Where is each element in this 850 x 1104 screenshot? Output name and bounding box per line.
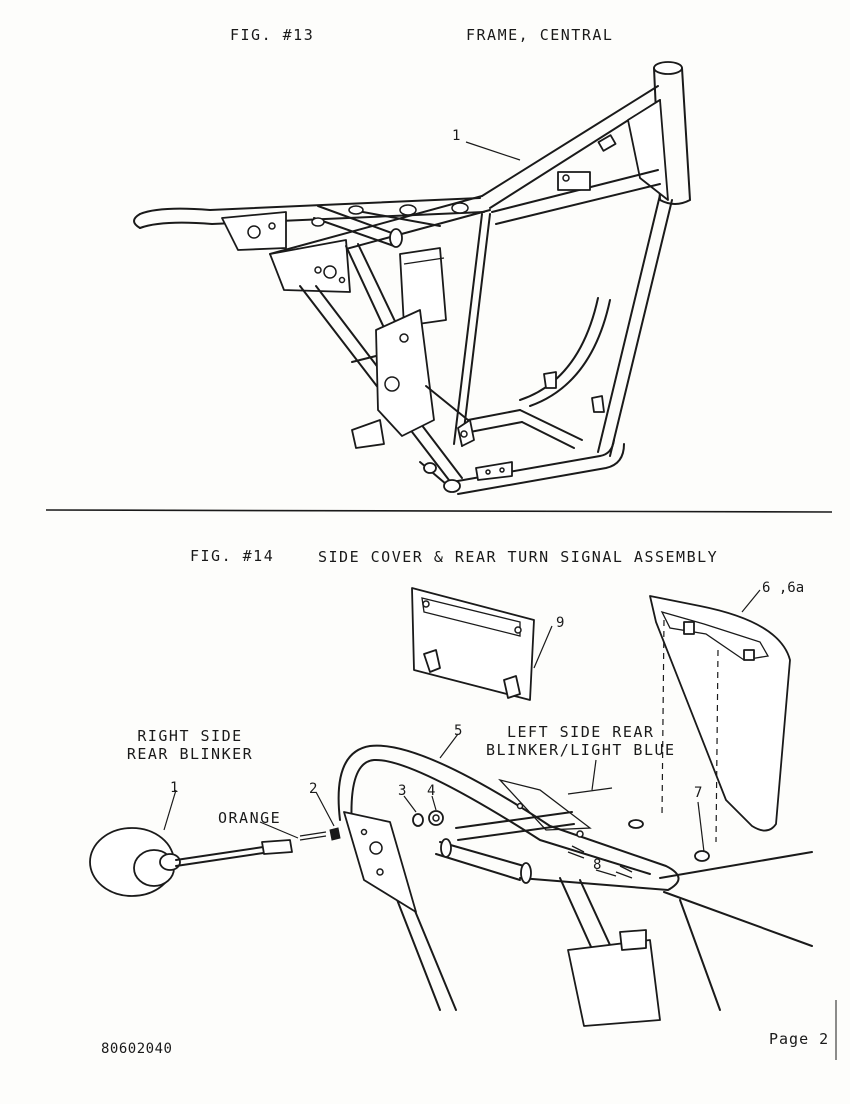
down-tube (597, 194, 673, 457)
fig13-callout-1-leader (465, 141, 521, 161)
washer-part-3 (412, 813, 424, 827)
upper-cross-tube (491, 169, 661, 225)
rear-mount-plate-lower (269, 239, 351, 293)
right-blinker-label-line2: REAR BLINKER (126, 745, 254, 763)
fig14-callout-6: 6 ,6a (762, 580, 805, 596)
grommet-part-7 (694, 850, 710, 862)
fig14-callout-9: 9 (556, 615, 565, 631)
seat-post-tube (453, 213, 491, 447)
fig13-number: FIG. #13 (230, 26, 315, 44)
fig13-callout-1: 1 (452, 128, 461, 144)
fig13-central-frame-drawing (133, 61, 691, 495)
bottom-cradle-tube (451, 439, 625, 495)
fig14-callout-8: 8 (593, 857, 602, 873)
fig14-callout-7: 7 (694, 785, 703, 801)
rear-frame-section (365, 778, 813, 1027)
fig14-side-cover-drawing (89, 587, 813, 1027)
nut-part-2 (329, 827, 341, 841)
fig14-callout-2: 2 (309, 781, 318, 797)
side-cover-part-6 (649, 589, 791, 832)
fig14-number: FIG. #14 (190, 547, 275, 565)
seat-rail-left (139, 197, 485, 229)
left-blinker-label-line2: BLINKER/LIGHT BLUE (486, 741, 676, 759)
fig14-callout-1: 1 (170, 780, 179, 796)
doc-number: 80602040 (101, 1041, 173, 1057)
orange-wire-leader (259, 821, 299, 839)
left-blinker-leader (591, 759, 597, 791)
license-plate-bracket-part-9 (411, 587, 553, 701)
fig13-title: FRAME, CENTRAL (466, 26, 614, 44)
fig14-title: SIDE COVER & REAR TURN SIGNAL ASSEMBLY (318, 548, 719, 566)
footrest-bracket (351, 419, 385, 449)
fig14-callout-5: 5 (454, 723, 463, 739)
figure-divider (45, 509, 833, 513)
screw-part-8 (567, 845, 633, 879)
right-rear-blinker-part-1 (89, 789, 293, 897)
page-number: Page 2 (769, 1030, 830, 1048)
gusset-plate (627, 99, 669, 201)
bottom-cross-tube (467, 409, 523, 433)
engine-mount-tab (475, 461, 513, 481)
rear-crossbar (313, 205, 401, 247)
blinker-mount-plate (343, 811, 417, 913)
swingarm-pivot-plate (375, 309, 435, 437)
seat-rail-loop-end (133, 213, 141, 229)
fig14-callout-4: 4 (427, 783, 436, 799)
battery-box (399, 247, 447, 327)
part-7-leader (697, 801, 705, 853)
orange-wire-label: ORANGE (218, 809, 282, 827)
left-blinker-label-line1: LEFT SIDE REAR (507, 723, 655, 741)
fig14-callout-3: 3 (398, 783, 407, 799)
right-blinker-label-line1: RIGHT SIDE (137, 727, 243, 745)
